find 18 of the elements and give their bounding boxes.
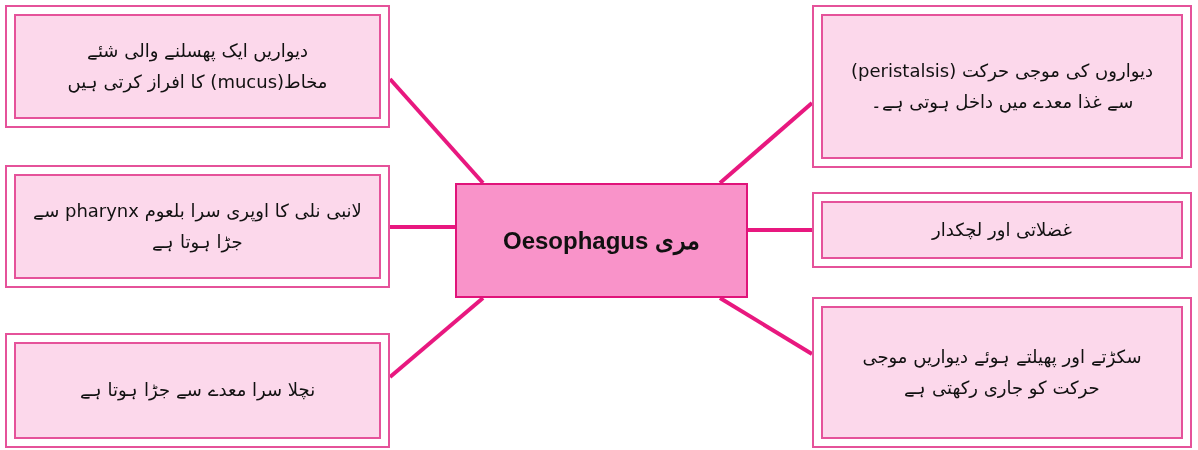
connector-line xyxy=(718,296,814,356)
fact-box xyxy=(812,192,1192,268)
fact-text: دیواریں ایک پھسلنے والی شئے مخاط(mucus) کا افراز کرتی ہیں xyxy=(66,38,329,95)
fact-text: غضلاتی اور لچکدار xyxy=(932,217,1072,243)
fact-box xyxy=(5,5,390,128)
fact-text: سکڑتے اور پھیلتے ہوئے دیواریں موجی حرکت کو جاری رکھتی ہے xyxy=(861,344,1143,401)
fact-text: لانبی نلی کا اوپری سرا بلعوم pharynx سے جڑا ہوتا ہے xyxy=(32,198,363,255)
fact-box xyxy=(812,297,1192,448)
fact-box xyxy=(5,333,390,448)
connector-line xyxy=(718,101,814,185)
connector-line xyxy=(748,228,812,232)
topic-title: مری Oesophagus xyxy=(503,226,700,255)
fact-box xyxy=(812,5,1192,168)
connector-line xyxy=(390,225,455,229)
fact-text: دیواروں کی موجی حرکت (peristalsis) سے غذا معدے میں داخل ہوتی ہے۔ xyxy=(850,58,1154,115)
fact-text: نچلا سرا معدے سے جڑا ہوتا ہے xyxy=(79,378,316,403)
topic-box xyxy=(455,183,748,298)
fact-box xyxy=(5,165,390,288)
